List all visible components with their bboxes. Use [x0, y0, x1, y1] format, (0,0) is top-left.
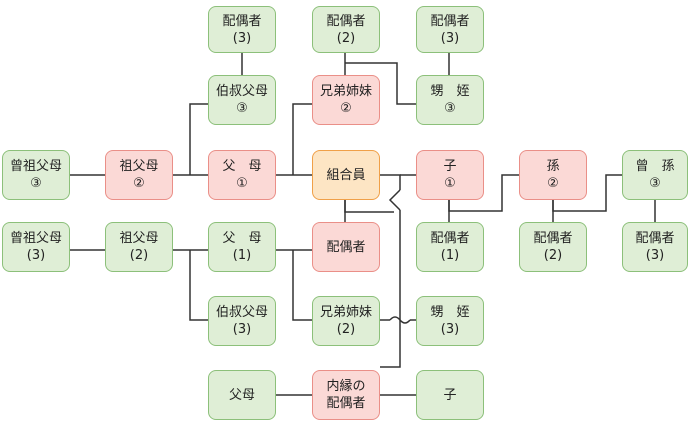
connector [292, 103, 312, 175]
node-label: 兄弟姉妹 [319, 84, 372, 99]
node-spouse-of-grandchild: 配偶者 (2) [519, 222, 587, 272]
node-label: 祖父母 [119, 231, 159, 246]
node-label: 配偶者 [635, 231, 675, 246]
node-degree: (1) [440, 248, 460, 263]
node-common-law-child: 子 [416, 370, 484, 420]
node-uncle-aunt-blood: 伯叔父母 ③ [208, 75, 276, 125]
node-degree: (2) [336, 322, 356, 337]
node-parents-blood: 父 母 ① [208, 150, 276, 200]
node-great-grandchild-blood: 曾 孫 ③ [622, 150, 688, 200]
node-nephew-niece-blood: 甥 姪 ③ [416, 75, 484, 125]
node-label: 内縁の [326, 379, 366, 394]
node-degree: (2) [543, 248, 563, 263]
node-label: 配偶者 [430, 231, 470, 246]
node-nephew-niece-inlaw: 甥 姪 (3) [416, 296, 484, 346]
connector [345, 62, 416, 105]
node-siblings-blood: 兄弟姉妹 ② [312, 75, 380, 125]
connector [189, 250, 208, 321]
node-grandparents-inlaw: 祖父母 (2) [105, 222, 173, 272]
node-label: 兄弟姉妹 [319, 305, 372, 320]
node-spouse-nephew-niece: 配偶者 (3) [416, 6, 484, 53]
node-degree: (3) [440, 30, 460, 46]
node-label: 配偶者 [430, 13, 470, 29]
connector [380, 210, 401, 368]
node-degree: ② [340, 101, 352, 116]
node-degree: ③ [444, 101, 456, 116]
connector [189, 103, 208, 175]
node-label: 配偶者 [326, 13, 366, 29]
node-siblings-inlaw: 兄弟姉妹 (2) [312, 296, 380, 346]
node-label: 父 母 [222, 159, 262, 174]
connector [388, 189, 401, 211]
node-label: 孫 [546, 159, 560, 174]
node-child-blood: 子 ① [416, 150, 484, 200]
node-common-law-spouse: 内縁の 配偶者 [312, 370, 380, 420]
node-degree: (3) [232, 322, 252, 337]
node-label: 組合員 [326, 167, 366, 183]
node-degree: ① [236, 176, 248, 191]
node-spouse-of-great-grandchild: 配偶者 (3) [622, 222, 688, 272]
node-label: 甥 姪 [430, 305, 470, 320]
node-label: 父 母 [222, 231, 262, 246]
connector [389, 316, 411, 324]
node-uncle-aunt-inlaw: 伯叔父母 (3) [208, 296, 276, 346]
node-label: 曾 孫 [635, 159, 675, 174]
node-degree: ① [444, 176, 456, 191]
node-label: 伯叔父母 [215, 84, 268, 99]
node-great-grandparents-inlaw: 曾祖父母 (3) [2, 222, 70, 272]
connector [344, 200, 394, 213]
node-label-line2: 配偶者 [326, 396, 366, 411]
node-great-grandparents-blood: 曾祖父母 ③ [2, 150, 70, 200]
node-degree: (3) [232, 30, 252, 46]
node-degree: (1) [232, 248, 252, 263]
node-degree: (2) [336, 30, 356, 46]
node-spouse-of-child: 配偶者 (1) [416, 222, 484, 272]
node-label: 祖父母 [119, 159, 159, 174]
node-label: 伯叔父母 [215, 305, 268, 320]
node-degree: (3) [645, 248, 665, 263]
node-degree: ③ [30, 176, 42, 191]
node-spouse-uncle-aunt: 配偶者 (3) [208, 6, 276, 53]
node-label: 配偶者 [222, 13, 262, 29]
node-label: 甥 姪 [430, 84, 470, 99]
node-degree: (3) [440, 322, 460, 337]
node-label: 配偶者 [326, 239, 366, 255]
node-degree: ② [133, 176, 145, 191]
node-label: 曾祖父母 [9, 231, 62, 246]
node-parents-inlaw: 父 母 (1) [208, 222, 276, 272]
node-degree: ③ [236, 101, 248, 116]
node-label: 曾祖父母 [9, 159, 62, 174]
node-degree: (2) [129, 248, 149, 263]
node-label: 配偶者 [533, 231, 573, 246]
node-degree: (3) [26, 248, 46, 263]
node-grandchild-blood: 孫 ② [519, 150, 587, 200]
node-member: 組合員 [312, 150, 380, 200]
connector [292, 250, 312, 321]
node-label: 子 [443, 159, 457, 174]
node-grandparents-blood: 祖父母 ② [105, 150, 173, 200]
node-common-law-parents: 父母 [208, 370, 276, 420]
node-label: 父母 [228, 387, 255, 403]
node-label: 子 [443, 387, 457, 403]
node-spouse: 配偶者 [312, 222, 380, 272]
connector [380, 174, 401, 190]
node-spouse-siblings: 配偶者 (2) [312, 6, 380, 53]
node-degree: ② [547, 176, 559, 191]
node-degree: ③ [649, 176, 661, 191]
